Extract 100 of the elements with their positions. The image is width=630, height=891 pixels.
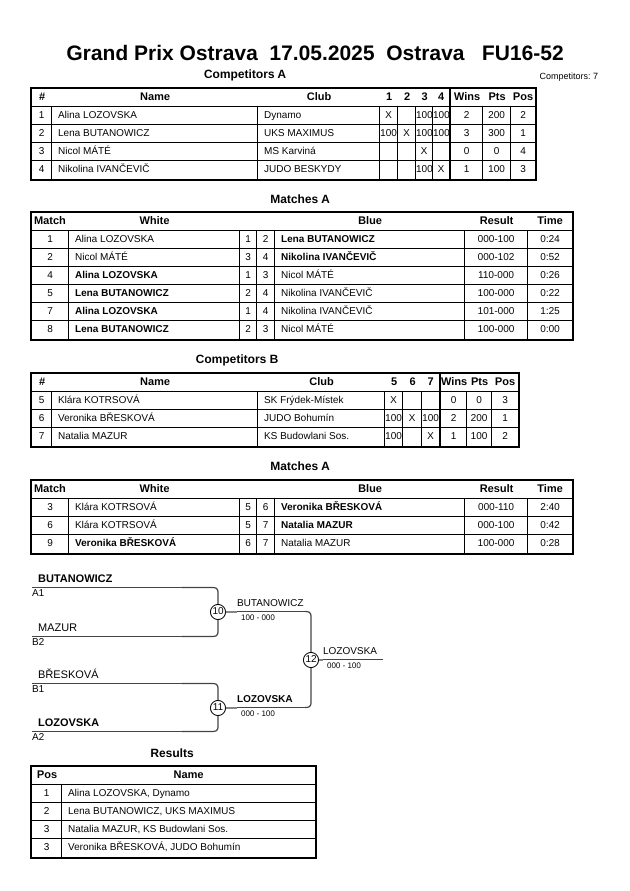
result-score: 000-102	[478, 252, 514, 263]
match-time: 0:24	[540, 234, 560, 245]
column-header: Blue	[358, 215, 382, 227]
bout-score: X	[390, 395, 397, 406]
seed-label: B2	[32, 637, 46, 648]
match-number: 7	[47, 306, 53, 317]
seed-number: 3	[245, 252, 251, 263]
bout-score: 100	[380, 128, 397, 139]
final-position: 4	[520, 146, 526, 157]
club-name: Dynamo	[264, 110, 302, 121]
row-number: 1	[38, 110, 44, 121]
seed-number: 7	[262, 520, 268, 531]
match-time: 0:22	[540, 288, 560, 299]
match-time: 2:40	[540, 502, 560, 513]
bout-score: 100	[385, 413, 402, 424]
column-header: 4	[438, 91, 444, 103]
wins-count: 0	[450, 395, 456, 406]
seed-number: 2	[245, 324, 251, 335]
competitor-name: Lena BUTANOWICZ	[75, 324, 169, 335]
bout-score: 100	[416, 110, 433, 121]
row-number: 3	[38, 146, 44, 157]
seed-number: 3	[262, 270, 268, 281]
row-number: 6	[38, 413, 44, 424]
column-header: Blue	[358, 483, 382, 495]
section-heading: Matches A	[270, 459, 330, 473]
club-name: UKS MAXIMUS	[264, 128, 334, 139]
competitor-name: Alina LOZOVSKA	[75, 270, 158, 281]
column-header: Match	[34, 215, 66, 227]
column-header: 5	[390, 376, 398, 388]
bracket-line	[226, 611, 237, 613]
competitor-name: Klára KOTRSOVÁ	[75, 502, 157, 513]
seed-number: 4	[262, 252, 268, 263]
bout-score: 100	[416, 164, 433, 175]
result-score: 100-000	[478, 538, 514, 549]
column-header: Time	[537, 483, 563, 495]
final-position: 3	[520, 164, 526, 175]
seed-number: 2	[262, 234, 268, 245]
seed-number: 7	[262, 538, 268, 549]
match-number: 10	[210, 604, 226, 620]
row-number: 4	[38, 164, 44, 175]
column-header: #	[38, 91, 46, 103]
column-header: 7	[427, 376, 434, 388]
column-header: Pts	[488, 91, 506, 103]
match-time: 0:26	[540, 270, 560, 281]
competitor-name: LOZOVSKA	[237, 693, 305, 708]
match-time: 0:52	[540, 252, 560, 263]
column-header: Club	[309, 376, 334, 388]
wins-count: 1	[450, 431, 456, 442]
competitor-name: Nicol MÁTÉ	[281, 324, 334, 335]
match-number: 2	[47, 252, 53, 263]
bout-score: 100	[433, 128, 450, 139]
match-time: 0:00	[540, 324, 560, 335]
competitor-name: Nicol MÁTÉ	[75, 252, 128, 263]
competitor-entry: Natalia MAZUR, KS Budowlani Sos.	[68, 824, 228, 835]
bout-score: 100	[422, 413, 439, 424]
final-position: 3	[44, 824, 50, 835]
competitor-name: BŘESKOVÁ	[32, 669, 182, 684]
seed-number: 4	[262, 288, 268, 299]
seed-number: 1	[245, 234, 251, 245]
competitor-entry: Alina LOZOVSKA, Dynamo	[68, 788, 190, 799]
seed-number: 6	[245, 538, 251, 549]
seed-number: 4	[262, 306, 268, 317]
column-header: Pos	[36, 769, 58, 781]
competitor-name: MAZUR	[32, 622, 182, 637]
column-header: Match	[34, 483, 66, 495]
column-header: Club	[306, 91, 332, 103]
competitor-name: Lena BUTANOWICZ	[281, 234, 375, 245]
competitor-entry: Veronika BŘESKOVÁ, JUDO Bohumín	[68, 842, 240, 853]
seed-number: 5	[245, 502, 251, 513]
competitor-name: Natalia MAZUR	[281, 538, 350, 549]
seed-number: 2	[245, 288, 251, 299]
bout-score: X	[385, 110, 392, 121]
column-header: 3	[421, 91, 428, 103]
bout-score: X	[408, 413, 416, 424]
section-heading: Competitors B	[196, 352, 278, 366]
club-name: MS Karviná	[264, 146, 316, 157]
competitor-name: Veronika BŘESKOVÁ	[281, 502, 382, 513]
match-number: 11	[210, 700, 226, 716]
column-header: Result	[480, 483, 514, 495]
competitor-name: Nikolina IVANČEVIČ	[281, 306, 373, 317]
final-position: 2	[44, 806, 50, 817]
wins-count: 3	[464, 128, 470, 139]
match-number: 8	[47, 324, 53, 335]
competitor-name: Klára KOTRSOVÁ	[75, 520, 157, 531]
section-heading: Matches A	[270, 192, 330, 206]
match-number: 9	[47, 538, 53, 549]
match-number: 5	[47, 288, 53, 299]
row-number: 7	[38, 431, 44, 442]
bout-score: X	[438, 164, 444, 175]
column-header: Name	[140, 376, 170, 388]
match-number: 3	[47, 502, 53, 513]
competitor-entry: Lena BUTANOWICZ, UKS MAXIMUS	[68, 806, 236, 817]
match-number: 12	[303, 652, 319, 668]
wins-count: 2	[464, 110, 470, 121]
row-number: 5	[38, 395, 44, 406]
final-position: 1	[44, 788, 50, 799]
bout-score: X	[427, 431, 434, 442]
competitor-count: Competitors: 7	[539, 71, 598, 81]
column-header: White	[140, 215, 170, 227]
section-heading: Competitors A	[204, 67, 286, 81]
